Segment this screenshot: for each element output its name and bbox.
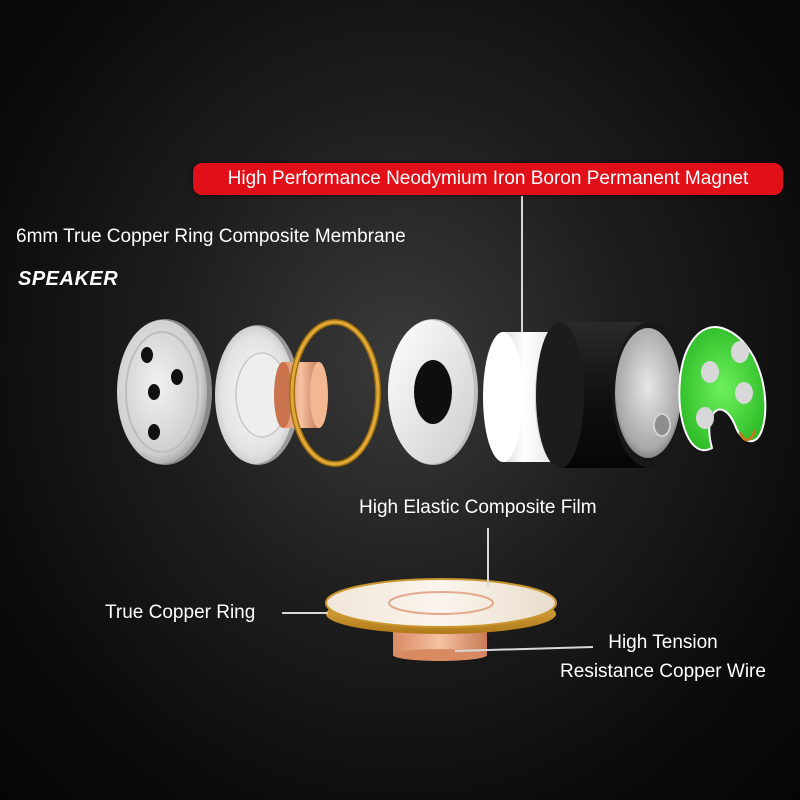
housing-part xyxy=(536,322,688,468)
magnet-callout-badge: High Performance Neodymium Iron Boron Pe… xyxy=(193,163,783,195)
wire-callout-line1: High Tension xyxy=(548,632,778,654)
wire-callout-line2: Resistance Copper Wire xyxy=(548,661,778,683)
copper-coil-part xyxy=(274,362,328,428)
film-callout-label: High Elastic Composite Film xyxy=(359,497,597,519)
vent-hole-icon xyxy=(148,384,160,400)
vent-hole-icon xyxy=(148,424,160,440)
speaker-tag: SPEAKER xyxy=(18,268,118,291)
vent-hole-icon xyxy=(171,369,183,385)
membrane-callout-label: 6mm True Copper Ring Composite Membrane xyxy=(16,226,406,248)
front-cover-part xyxy=(117,319,212,465)
copper-ring-callout-label: True Copper Ring xyxy=(105,602,255,624)
vent-hole-icon xyxy=(141,347,153,363)
washer-part xyxy=(388,319,478,465)
rear-plate-part xyxy=(679,327,765,450)
